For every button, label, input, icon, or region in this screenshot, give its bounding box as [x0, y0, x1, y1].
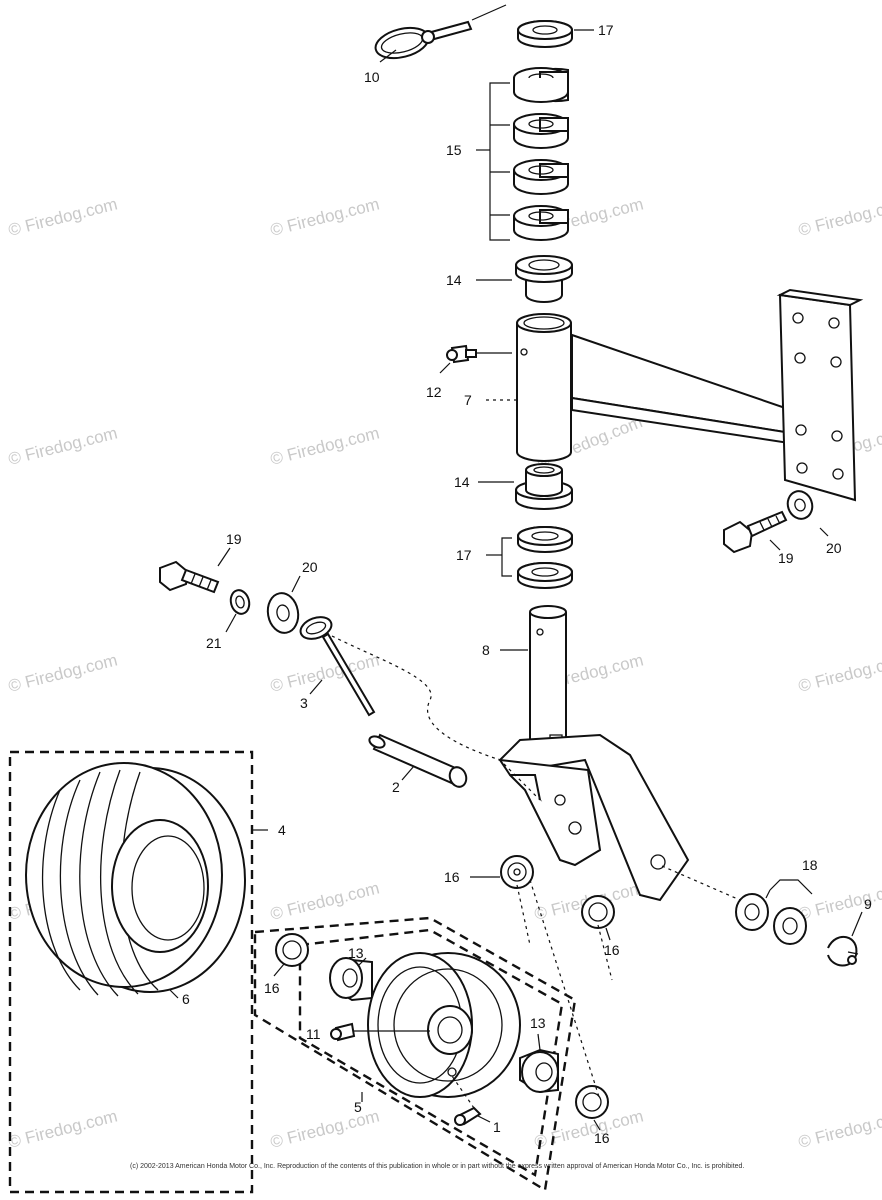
callout-20-right: 20 [826, 540, 842, 556]
callout-17-lower: 17 [456, 547, 472, 563]
bushing-lower-part [515, 463, 573, 510]
bearing-13b-part [519, 1048, 559, 1094]
callout-20-left: 20 [302, 559, 318, 575]
callout-16-a: 16 [444, 869, 460, 885]
washer-18b-part [773, 907, 807, 945]
callout-13-a: 13 [348, 945, 364, 961]
callout-2: 2 [392, 779, 400, 795]
callout-15: 15 [446, 142, 462, 158]
washer-top-part [517, 20, 573, 48]
grease-fitting-upper-part [446, 344, 512, 364]
watermark: © Firedog.com [268, 1106, 381, 1151]
callout-5: 5 [354, 1099, 362, 1115]
callout-13-b: 13 [530, 1015, 546, 1031]
callout-7: 7 [464, 392, 472, 408]
spacer-16c-part [275, 933, 309, 967]
callout-19-left: 19 [226, 531, 242, 547]
hitch-pin-part [374, 4, 507, 60]
spacer-16d-part [575, 1085, 609, 1119]
cotter-pin-part [827, 935, 859, 967]
bolt-right-part [723, 510, 788, 554]
bolt-left-part [159, 560, 220, 594]
watermark: © Firedog.com [268, 194, 381, 239]
valve-stem-part [451, 1075, 482, 1126]
callout-10: 10 [364, 69, 380, 85]
tire-part [25, 762, 246, 999]
lynch-pin-part [299, 616, 376, 717]
spacer-16a-part [500, 855, 534, 889]
callout-19-right: 19 [778, 550, 794, 566]
watermark: © Firedog.com [6, 194, 119, 239]
callout-14-lower: 14 [454, 474, 470, 490]
callout-6: 6 [182, 991, 190, 1007]
rim-part [367, 952, 521, 1098]
bearing-13a-part [329, 957, 373, 1002]
caster-arm-part [516, 288, 864, 502]
lock-washer-part [229, 589, 251, 615]
callout-1: 1 [493, 1119, 501, 1135]
wheel-assembly-box [8, 750, 268, 1194]
callout-4: 4 [278, 822, 286, 838]
callout-3: 3 [300, 695, 308, 711]
callouts: 17 10 15 14 12 7 14 17 19 20 19 20 21 3 [182, 22, 872, 1146]
callout-21: 21 [206, 635, 222, 651]
watermark: © Firedog.com [796, 650, 882, 695]
callout-9: 9 [864, 896, 872, 912]
spacer-clips-part [513, 67, 569, 241]
watermark: © Firedog.com [6, 423, 119, 468]
watermark: © Firedog.com [6, 650, 119, 695]
callout-8: 8 [482, 642, 490, 658]
washer-left-part [266, 592, 300, 634]
watermark: © Firedog.com [268, 423, 381, 468]
copyright-notice: (c) 2002-2013 American Honda Motor Co., … [130, 1163, 744, 1170]
spacer-16b-part [581, 895, 615, 929]
callout-16-d: 16 [594, 1130, 610, 1146]
callout-17-top: 17 [598, 22, 614, 38]
grease-fitting-rim-part [330, 1022, 430, 1042]
callout-11: 11 [306, 1026, 321, 1042]
watermark: © Firedog.com [268, 878, 381, 923]
bushing-top-part [515, 255, 573, 303]
clevis-pin-part [368, 733, 468, 788]
callout-16-c: 16 [264, 980, 280, 996]
watermark: © Firedog.com [268, 650, 381, 695]
watermark: © Firedog.com [796, 1106, 882, 1151]
watermark: © Firedog.com [796, 194, 882, 239]
washers-lower-part [517, 526, 573, 589]
callout-16-b: 16 [604, 942, 620, 958]
washer-18a-part [735, 893, 769, 931]
callout-12: 12 [426, 384, 442, 400]
callout-14-top: 14 [446, 272, 462, 288]
watermark: © Firedog.com [6, 1106, 119, 1151]
fork-part [497, 605, 741, 902]
callout-18: 18 [802, 857, 818, 873]
washer-right-part [786, 490, 814, 520]
